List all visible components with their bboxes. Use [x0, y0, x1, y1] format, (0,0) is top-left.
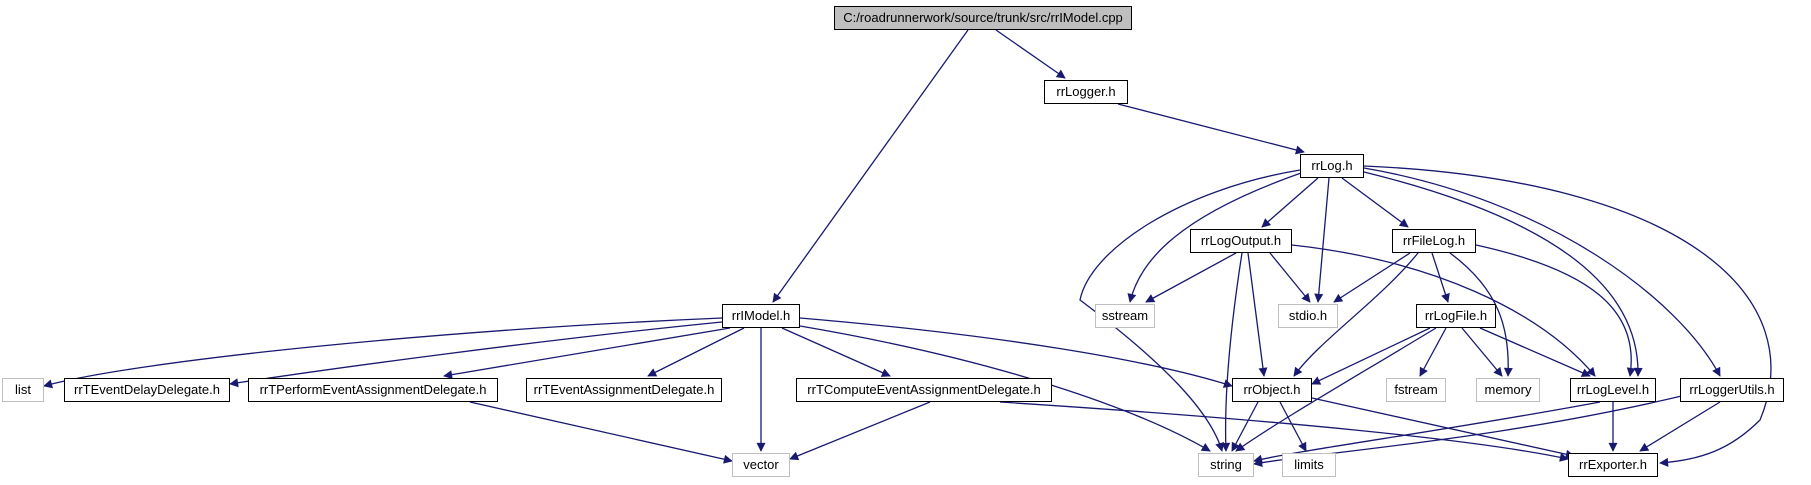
node-rrTEventDelayDelegate-h[interactable]: rrTEventDelayDelegate.h — [64, 378, 230, 402]
node-rrFileLog-h[interactable]: rrFileLog.h — [1392, 229, 1476, 253]
edge-rrLog-to-rrFileLog — [1341, 177, 1409, 228]
node-string: string — [1198, 453, 1254, 477]
edge-rrIModel-to-rrTPerformEventAssignmentDelegate — [443, 327, 731, 380]
edge-rrIModel-to-rrTComputeEventAssignmentDelegate — [781, 327, 891, 377]
edge-rrLogOutput-to-sstream — [1145, 252, 1237, 303]
edge-rrLogger-to-rrLog — [1117, 103, 1305, 155]
edge-rrLog-to-string — [1079, 169, 1301, 452]
edge-rrFileLog-to-rrLogLevel — [1475, 244, 1636, 377]
node-stdio-h: stdio.h — [1278, 304, 1338, 328]
edge-rrLogLevel-to-string — [1253, 401, 1601, 464]
node-limits: limits — [1282, 453, 1336, 477]
edge-rrFileLog-to-rrObject — [1293, 252, 1419, 377]
edge-rrIModel-to-list — [43, 317, 723, 389]
node-rrLog-h[interactable]: rrLog.h — [1300, 154, 1364, 178]
edge-rrLoggerUtils-to-rrExporter — [1639, 401, 1721, 452]
edge-rrLog-to-stdio — [1314, 177, 1330, 303]
edge-rrLog-to-sstream — [1127, 171, 1305, 303]
node-fstream: fstream — [1386, 378, 1446, 402]
edge-rrTCompute-to-vector — [789, 401, 931, 461]
node-rrLogFile-h[interactable]: rrLogFile.h — [1416, 304, 1496, 328]
edge-rrIModel-to-string — [799, 325, 1211, 452]
node-rrTComputeEventAssignmentDelegate-h[interactable]: rrTComputeEventAssignmentDelegate.h — [796, 378, 1052, 402]
edge-rrLogFile-to-string — [1235, 327, 1437, 452]
edge-rrIModel-to-rrObject — [799, 317, 1233, 388]
edge-rrLog-to-rrExporter — [1363, 165, 1772, 467]
node-rrTPerformEventAssignmentDelegate-h[interactable]: rrTPerformEventAssignmentDelegate.h — [248, 378, 498, 402]
edge-root-to-rrLogger — [995, 29, 1066, 79]
node-rrExporter-h[interactable]: rrExporter.h — [1568, 453, 1658, 477]
node-rrLoggerUtils-h[interactable]: rrLoggerUtils.h — [1680, 378, 1784, 402]
edge-rrFileLog-to-rrLogFile — [1431, 252, 1450, 303]
edge-rrObject-to-string — [1231, 401, 1259, 452]
edge-rrLogOutput-to-rrObject — [1247, 252, 1268, 377]
edge-rrLog-to-rrLogLevel — [1363, 171, 1643, 377]
node-rrIModel-h[interactable]: rrIModel.h — [722, 304, 800, 328]
edge-rrLog-to-rrLoggerUtils — [1363, 167, 1721, 377]
node-rrObject-h[interactable]: rrObject.h — [1232, 378, 1312, 402]
edge-rrIModel-to-rrTEventDelayDelegate — [229, 321, 723, 388]
edge-rrLogFile-to-rrObject — [1311, 327, 1431, 385]
edge-rrLogOutput-to-stdio — [1269, 252, 1311, 303]
edge-rrLogFile-to-rrLogLevel — [1479, 327, 1591, 377]
node-rrLogLevel-h[interactable]: rrLogLevel.h — [1570, 378, 1656, 402]
edge-rrObject-to-limits — [1279, 401, 1307, 452]
edge-rrObject-to-rrExporter — [1311, 397, 1575, 459]
edge-root-to-rrIModel — [772, 29, 969, 303]
node-list: list — [2, 378, 44, 402]
node-vector: vector — [732, 453, 790, 477]
edge-rrFileLog-to-stdio — [1333, 252, 1411, 303]
edge-rrIModel-to-rrTEventAssignmentDelegate — [647, 327, 745, 377]
node-rrLogger-h[interactable]: rrLogger.h — [1044, 80, 1128, 104]
dependency-edges — [43, 29, 1772, 467]
edge-rrLogOutput-to-string — [1221, 252, 1243, 452]
edge-rrLog-to-rrLogOutput — [1261, 177, 1319, 228]
node-root-file: C:/roadrunnerwork/source/trunk/src/rrIMo… — [834, 6, 1132, 30]
node-sstream: sstream — [1095, 304, 1155, 328]
edge-rrTPerform-to-vector — [469, 401, 733, 464]
node-memory: memory — [1476, 378, 1540, 402]
edge-rrLogFile-to-memory — [1461, 327, 1503, 377]
node-rrTEventAssignmentDelegate-h[interactable]: rrTEventAssignmentDelegate.h — [526, 378, 722, 402]
edge-rrLogFile-to-fstream — [1419, 327, 1447, 377]
edge-rrLogOutput-to-rrLogLevel — [1291, 244, 1596, 377]
node-rrLogOutput-h[interactable]: rrLogOutput.h — [1190, 229, 1292, 253]
edge-rrFileLog-to-memory — [1449, 252, 1513, 377]
edge-rrTCompute-to-rrExporter — [999, 401, 1569, 462]
